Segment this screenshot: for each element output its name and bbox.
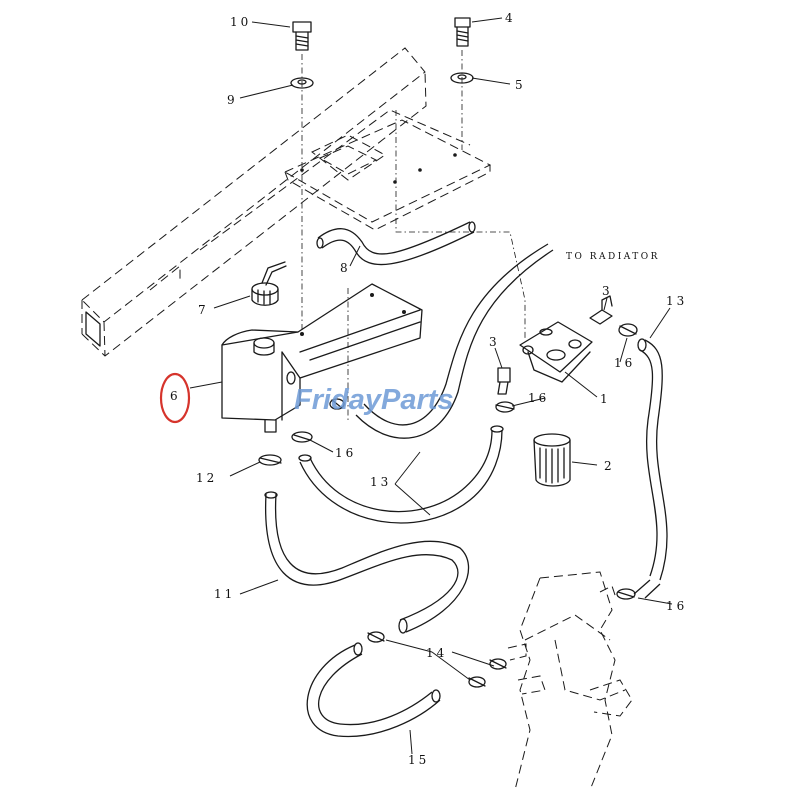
callout-16-a: 16 (614, 356, 635, 370)
hose-part-13-left (298, 243, 554, 524)
hose-part-11 (264, 491, 470, 634)
callout-13-left: 13 (370, 475, 391, 489)
filter-part-2 (533, 433, 571, 487)
callout-12: 12 (196, 471, 217, 485)
watermark-logo: FridayParts (294, 384, 454, 416)
highlight-circle (159, 372, 191, 424)
callout-labels: 10 9 4 5 8 7 6 1 2 3 3 13 16 16 16 12 13… (170, 11, 687, 767)
hose-part-15 (306, 642, 441, 738)
callout-16-d: 16 (666, 599, 687, 613)
callout-15: 15 (408, 753, 429, 767)
filter-centerline (395, 110, 526, 340)
hose-part-13-right (616, 338, 668, 600)
clamp-part-14 (367, 631, 507, 688)
bolt-part-4 (454, 17, 471, 47)
cap-part-7 (251, 261, 287, 306)
callout-6: 6 (170, 389, 181, 403)
hose-part-8 (316, 221, 476, 266)
fitting-part-3-lower (497, 367, 511, 395)
frame-rail (81, 47, 471, 357)
clamp-part-16-tank (291, 398, 345, 443)
callout-11: 11 (214, 587, 235, 601)
callout-8: 8 (340, 261, 351, 275)
callout-2: 2 (604, 459, 615, 473)
callout-5: 5 (515, 78, 526, 92)
clamp-part-12 (258, 454, 282, 466)
watermark-text-friday: Friday (294, 384, 383, 416)
callout-10: 10 (230, 15, 251, 29)
callout-4: 4 (505, 11, 516, 25)
callout-14: 14 (426, 646, 447, 660)
callout-7: 7 (198, 303, 209, 317)
mounting-bracket (283, 119, 492, 231)
callout-16-c: 16 (335, 446, 356, 460)
leader-lines (189, 17, 673, 755)
filter-head-part-1 (519, 321, 593, 383)
bolt-part-10 (292, 21, 312, 51)
fitting-part-3-upper (589, 295, 613, 325)
callout-13-right: 13 (666, 294, 687, 308)
clamp-part-16-right (495, 323, 638, 413)
callout-1: 1 (600, 392, 611, 406)
washer-part-9 (290, 77, 314, 89)
to-radiator-note: TO RADIATOR (566, 252, 660, 262)
callout-9: 9 (227, 93, 238, 107)
watermark-text-parts: Parts (381, 384, 454, 416)
callout-3-upper: 3 (602, 284, 613, 298)
reservoir-tank-part-6 (221, 283, 423, 433)
callout-16-b: 16 (528, 391, 549, 405)
callout-3-lower: 3 (489, 335, 500, 349)
pump-housing (507, 571, 633, 791)
